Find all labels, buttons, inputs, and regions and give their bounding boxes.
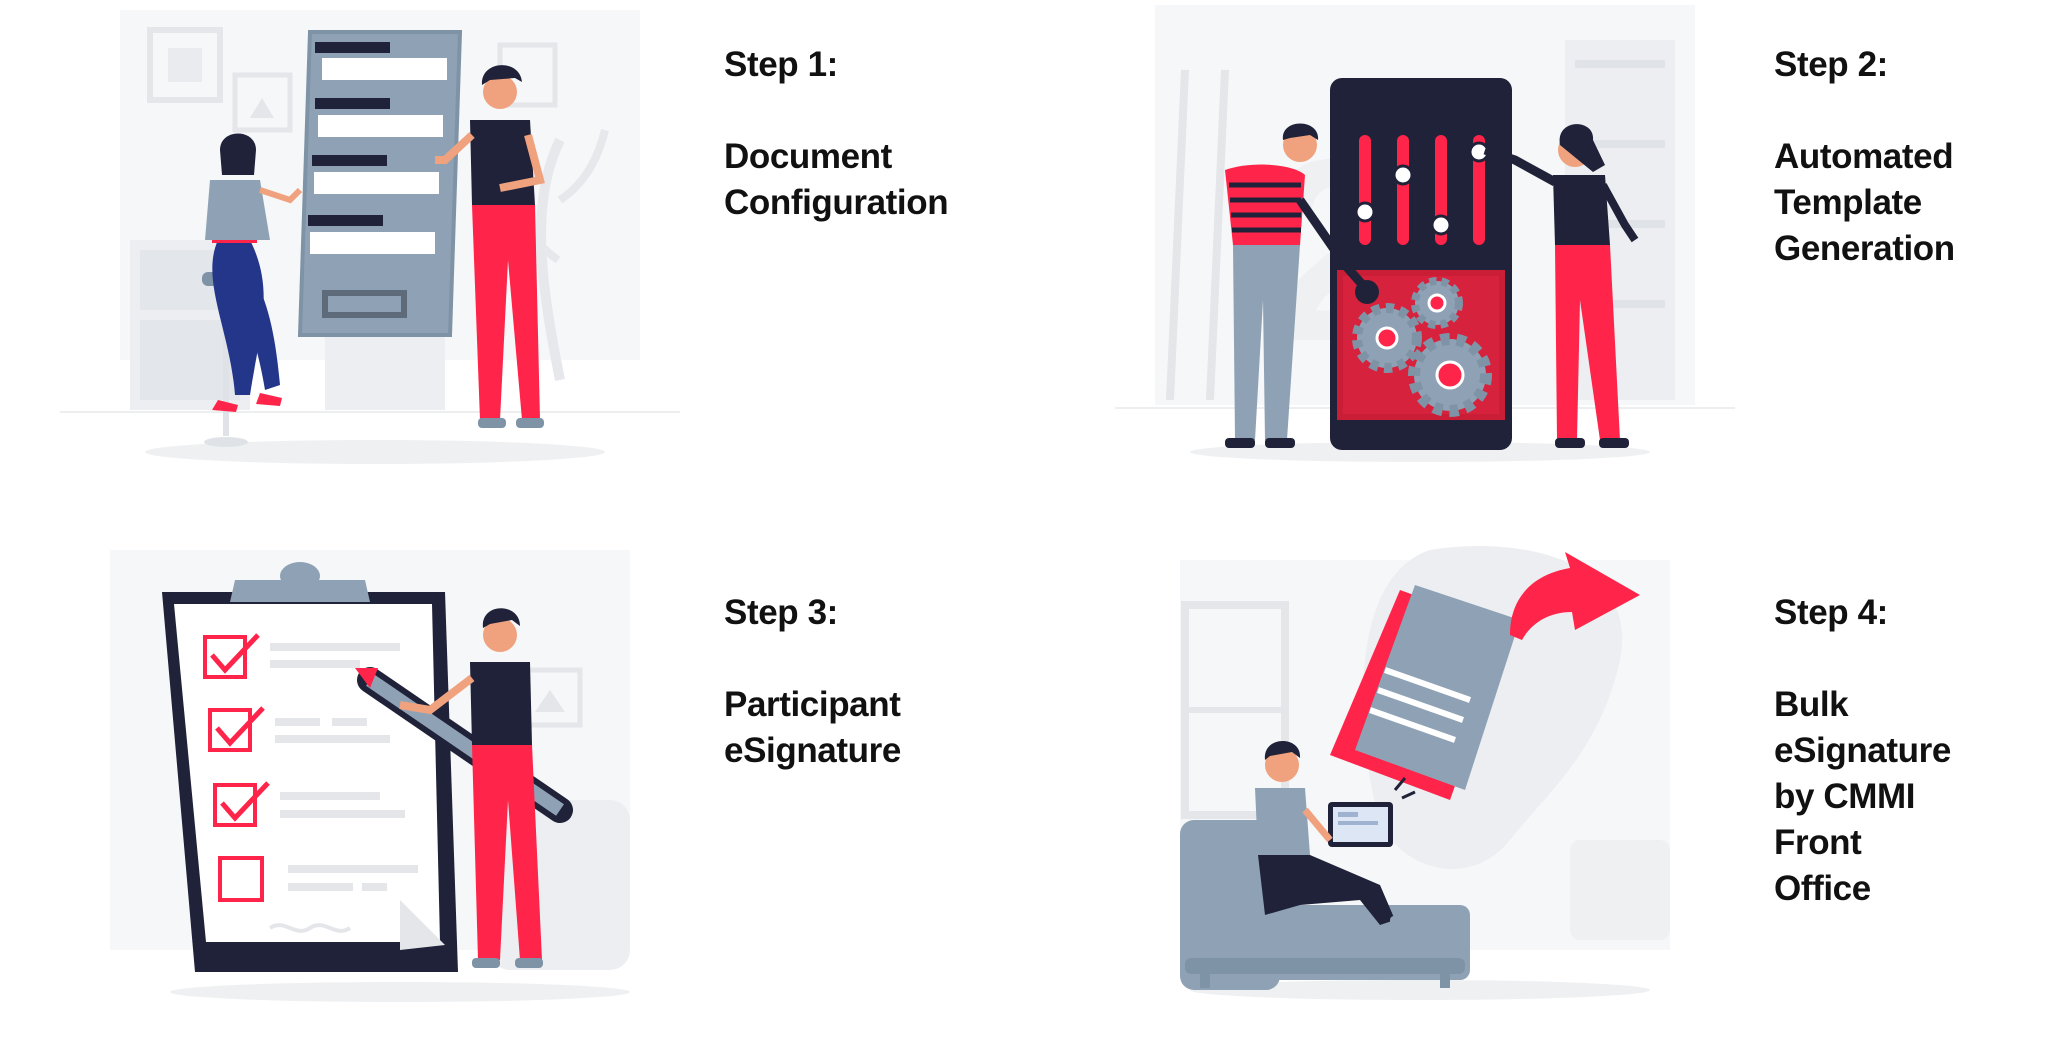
step-1-description: Document Configuration [724,137,949,222]
step-3-description: Participant eSignature [724,685,901,770]
bulk-esignature-illustration [1170,540,1690,1010]
step-2-description: Automated Template Generation [1774,137,1955,268]
template-generation-illustration: 2 [1115,0,1735,470]
document-configuration-illustration [60,0,680,470]
checklist-signature-illustration [100,540,660,1010]
step-1-label: Step 1: [724,45,838,84]
step-4-label: Step 4: [1774,593,1888,632]
step-2-text: Step 2: Automated Template Generation [1774,42,1955,272]
step-3-label: Step 3: [724,593,838,632]
step-4-description: Bulk eSignature by CMMI Front Office [1774,685,1951,908]
step-4-text: Step 4: Bulk eSignature by CMMI Front Of… [1774,590,1951,912]
step-3-text: Step 3: Participant eSignature [724,590,901,774]
step-1-text: Step 1: Document Configuration [724,42,949,226]
step-2-label: Step 2: [1774,45,1888,84]
